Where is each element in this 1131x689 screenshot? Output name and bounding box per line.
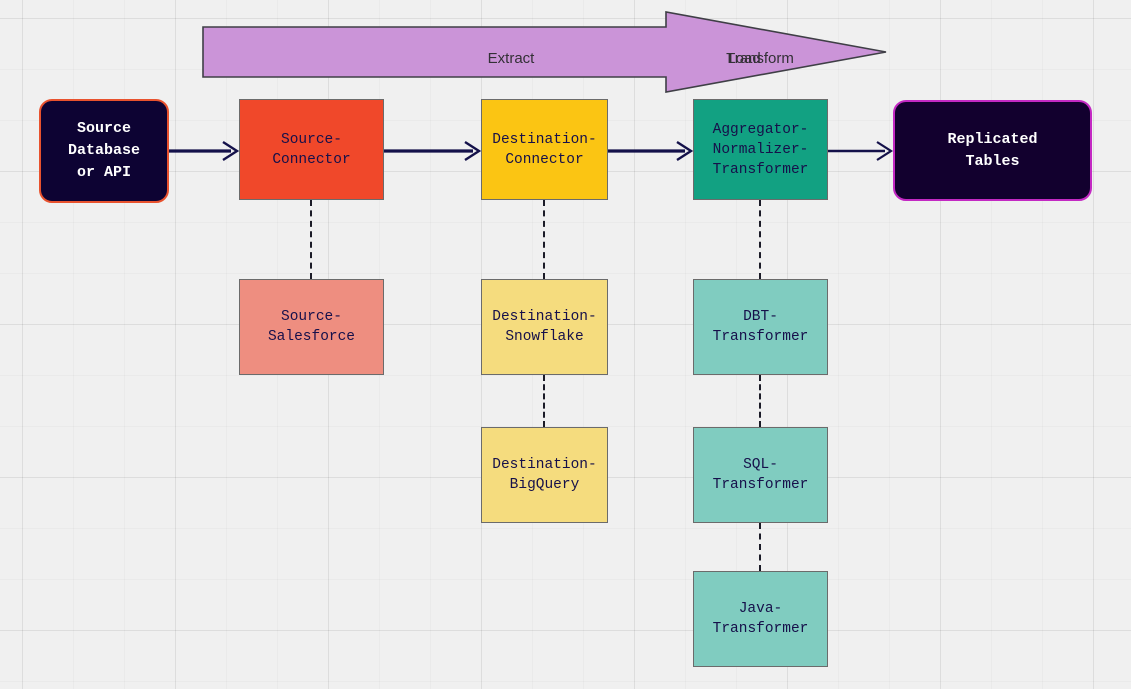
node-destination-snowflake[interactable]: Destination- Snowflake: [481, 279, 608, 375]
node-source-salesforce[interactable]: Source- Salesforce: [239, 279, 384, 375]
node-source-connector[interactable]: Source- Connector: [239, 99, 384, 200]
node-source-database-or-api[interactable]: Source Database or API: [39, 99, 169, 203]
phase-label-transform: Transform: [726, 50, 794, 67]
phase-label-load: Load: [727, 50, 761, 67]
phase-label-extract: Extract: [487, 50, 535, 67]
flow-arrow-source-to-source-connector: [165, 138, 245, 164]
dashed-link-snowflake-bigquery: [543, 375, 545, 427]
dashed-link-source-connector-salesforce: [310, 200, 312, 279]
node-destination-connector[interactable]: Destination- Connector: [481, 99, 608, 200]
dashed-link-dbt-sql: [759, 375, 761, 427]
flow-arrow-destination-to-aggregator: [605, 138, 699, 164]
dashed-link-sql-java: [759, 523, 761, 571]
flow-arrow-source-connector-to-destination: [381, 138, 485, 164]
node-aggregator-normalizer-transformer[interactable]: Aggregator- Normalizer- Transformer: [693, 99, 828, 200]
flow-arrow-aggregator-to-replicated: [825, 138, 899, 164]
dashed-link-destination-connector-snowflake: [543, 200, 545, 279]
phase-banner: Extract Load Transform: [200, 8, 890, 98]
node-replicated-tables[interactable]: Replicated Tables: [893, 100, 1092, 201]
node-dbt-transformer[interactable]: DBT- Transformer: [693, 279, 828, 375]
block-arrow-shape: [202, 11, 887, 93]
dashed-link-aggregator-dbt: [759, 200, 761, 279]
node-sql-transformer[interactable]: SQL- Transformer: [693, 427, 828, 523]
node-java-transformer[interactable]: Java- Transformer: [693, 571, 828, 667]
node-destination-bigquery[interactable]: Destination- BigQuery: [481, 427, 608, 523]
